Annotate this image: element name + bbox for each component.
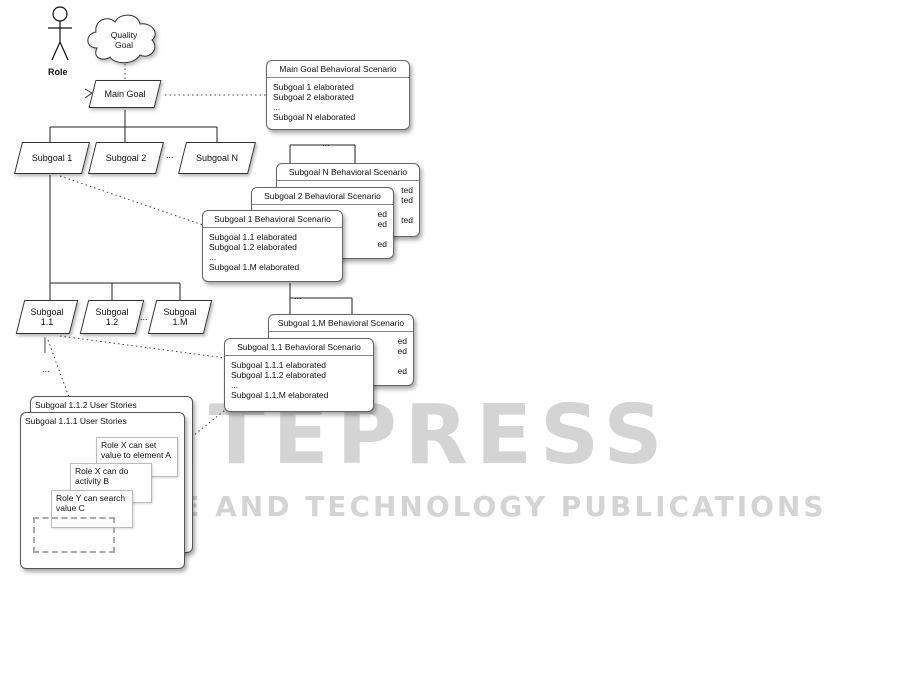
subgoal-2: Subgoal 2	[88, 142, 164, 174]
quality-goal-cloud-icon	[87, 14, 156, 64]
subgoal-1-ellipsis: ...	[140, 312, 148, 322]
scenario-line: ...	[209, 252, 217, 262]
scenario-line: ed	[377, 219, 387, 229]
scenario-line: ed	[397, 346, 407, 356]
scenario-line: Subgoal 1.1 elaborated	[209, 232, 297, 242]
scenario-line: ed	[397, 366, 407, 376]
role-actor-icon	[48, 6, 72, 61]
scenario-ellipsis: ...	[322, 138, 330, 148]
scenario-line: Subgoal 1.M elaborated	[209, 262, 300, 272]
subgoal-1-m: Subgoal 1.M	[147, 300, 213, 334]
subgoal-1-label: Subgoal 1	[31, 153, 73, 163]
scenario-title: Subgoal 2 Behavioral Scenario	[252, 188, 393, 205]
subgoal-n-label: Subgoal N	[195, 153, 239, 163]
user-stories-front-title: Subgoal 1.1.1 User Stories	[25, 416, 127, 426]
scenario-line: Subgoal 1.1.M elaborated	[231, 390, 329, 400]
scenario-line: ted	[401, 215, 413, 225]
main-goal-label: Main Goal	[104, 89, 146, 99]
scenario-line: Subgoal 1.1.2 elaborated	[231, 370, 326, 380]
scenario-line: Subgoal 1.1.1 elaborated	[231, 360, 326, 370]
scenario-line: Subgoal 1.2 elaborated	[209, 242, 297, 252]
scenario-title: Main Goal Behavioral Scenario	[267, 61, 409, 78]
subgoal-1-1-label: Subgoal 1.1	[30, 307, 64, 327]
subgoal-1-1: Subgoal 1.1	[15, 300, 79, 334]
subgoal-ellipsis: ...	[166, 150, 174, 160]
scenario-line: ted	[401, 185, 413, 195]
scenario-line: ted	[401, 195, 413, 205]
scenario-line: ...	[231, 380, 239, 390]
subgoal-2-label: Subgoal 2	[105, 153, 147, 163]
scenario-line: ed	[377, 209, 387, 219]
quality-goal-label: Quality Goal	[110, 30, 138, 50]
user-stories-back-title: Subgoal 1.1.2 User Stories	[35, 400, 137, 410]
scenario-line: ed	[397, 336, 407, 346]
subgoal-n: Subgoal N	[178, 142, 256, 174]
subgoal-1-m-label: Subgoal 1.M	[163, 307, 197, 327]
scenario-line: Subgoal 2 elaborated	[273, 92, 354, 102]
scenario-line: ed	[377, 239, 387, 249]
scenario-line: Subgoal N elaborated	[273, 112, 356, 122]
scenario-line: Subgoal 1 elaborated	[273, 82, 354, 92]
scenario-line: ...	[273, 102, 281, 112]
subgoal-1-scenario-card: Subgoal 1 Behavioral Scenario Subgoal 1.…	[202, 210, 343, 282]
scenario-title: Subgoal 1.M Behavioral Scenario	[269, 315, 413, 332]
main-goal: Main Goal	[88, 80, 162, 108]
user-story-placeholder	[33, 517, 115, 553]
subgoal-1-2-label: Subgoal 1.2	[95, 307, 129, 327]
subgoal-1: Subgoal 1	[14, 142, 90, 174]
scenario-title: Subgoal 1 Behavioral Scenario	[203, 211, 342, 228]
scenario-ellipsis: ...	[294, 291, 302, 301]
scenario-title: Subgoal N Behavioral Scenario	[277, 164, 419, 181]
user-story-card: Role Y can search value C	[51, 490, 133, 528]
main-goal-scenario-card: Main Goal Behavioral Scenario Subgoal 1 …	[266, 60, 410, 130]
subgoal-1-1-scenario-card: Subgoal 1.1 Behavioral Scenario Subgoal …	[224, 338, 374, 412]
role-label: Role	[48, 67, 68, 77]
scenario-title: Subgoal 1.1 Behavioral Scenario	[225, 339, 373, 356]
subgoal-1-2: Subgoal 1.2	[79, 300, 145, 334]
subgoal-1-1-ellipsis: ...	[42, 364, 50, 374]
